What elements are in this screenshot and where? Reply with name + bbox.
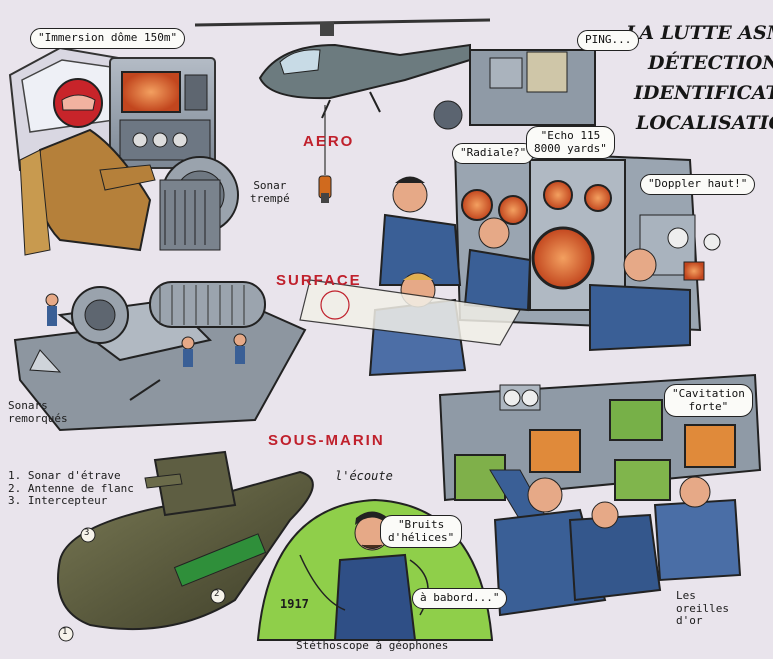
title-line-2: DÉTECTION — [648, 52, 773, 74]
towed-sonar-ship — [13, 281, 307, 432]
helicopter-cockpit-scene — [8, 46, 239, 256]
cavitation-line-1: "Cavitation — [672, 387, 745, 400]
title-line-1: LA LUTTE ASM — [626, 22, 773, 44]
dipping-sonar-body — [318, 175, 332, 203]
caption-remorques-line-2: remorqués — [8, 411, 68, 425]
speech-bubble-babord: à babord..." — [412, 588, 508, 609]
submarine-marker-2: 2 — [214, 589, 220, 599]
speech-bubble-bruits: "Bruits d'hélices" — [380, 515, 463, 549]
submarine-illustration — [57, 450, 314, 642]
speech-bubble-doppler: "Doppler haut!" — [640, 174, 756, 195]
echo-line-2: 8000 yards" — [534, 141, 607, 155]
speech-bubble-ping: PING... — [577, 30, 640, 51]
bruits-line-1: "Bruits — [397, 518, 445, 531]
bruits-line-2: d'hélices" — [388, 530, 455, 544]
title-line-4: LOCALISATION — [636, 112, 773, 134]
caption-sonars-remorques: Sonars remorqués — [8, 399, 68, 425]
section-label-aero: AERO — [303, 133, 355, 150]
pilot-figure — [19, 78, 156, 256]
helicopter-illustration — [194, 18, 491, 203]
cavitation-line-2: forte" — [688, 399, 729, 413]
section-label-sous-marin: SOUS-MARIN — [268, 432, 385, 449]
caption-oreilles-line-3: d'or — [676, 614, 703, 628]
speech-bubble-radiale: "Radiale?" — [452, 143, 535, 164]
submarine-marker-1: 1 — [62, 627, 68, 637]
legend-item-1: 1. Sonar d'étrave — [8, 469, 121, 482]
caption-ecoute: l'écoute — [335, 469, 393, 483]
legend-item-2: 2. Antenne de flanc — [8, 481, 134, 495]
speech-bubble-immersion: "Immersion dôme 150m" — [30, 28, 186, 49]
section-label-surface: SURFACE — [276, 272, 362, 289]
surface-console-scene — [433, 49, 721, 332]
surface-operators — [299, 176, 691, 377]
submarine-legend: 1. Sonar d'étrave 2. Antenne de flanc 3.… — [8, 469, 134, 508]
title-line-3: IDENTIFICATION — [634, 82, 773, 104]
caption-sonar-line-1: Sonar — [253, 179, 287, 192]
caption-remorques-line-1: Sonars — [8, 399, 48, 412]
legend-item-3: 3. Intercepteur — [8, 494, 108, 508]
caption-sonar-trempe: Sonar trempé — [250, 179, 290, 205]
caption-stethoscope: Stéthoscope à géophones — [296, 639, 449, 652]
caption-oreilles-line-1: Les — [676, 589, 696, 602]
caption-oreilles-line-2: oreilles — [676, 601, 729, 615]
caption-sonar-line-2: trempé — [250, 191, 290, 205]
caption-oreilles-dor: Les oreilles d'or — [676, 589, 729, 628]
towed-array-cable — [149, 281, 266, 328]
sonar-winch — [159, 156, 239, 251]
echo-line-1: "Echo 115 — [540, 129, 601, 142]
submarine-marker-3: 3 — [84, 528, 90, 538]
speech-bubble-echo: "Echo 115 8000 yards" — [526, 126, 615, 160]
speech-bubble-cavitation: "Cavitation forte" — [664, 384, 753, 418]
caption-year: 1917 — [280, 597, 309, 611]
